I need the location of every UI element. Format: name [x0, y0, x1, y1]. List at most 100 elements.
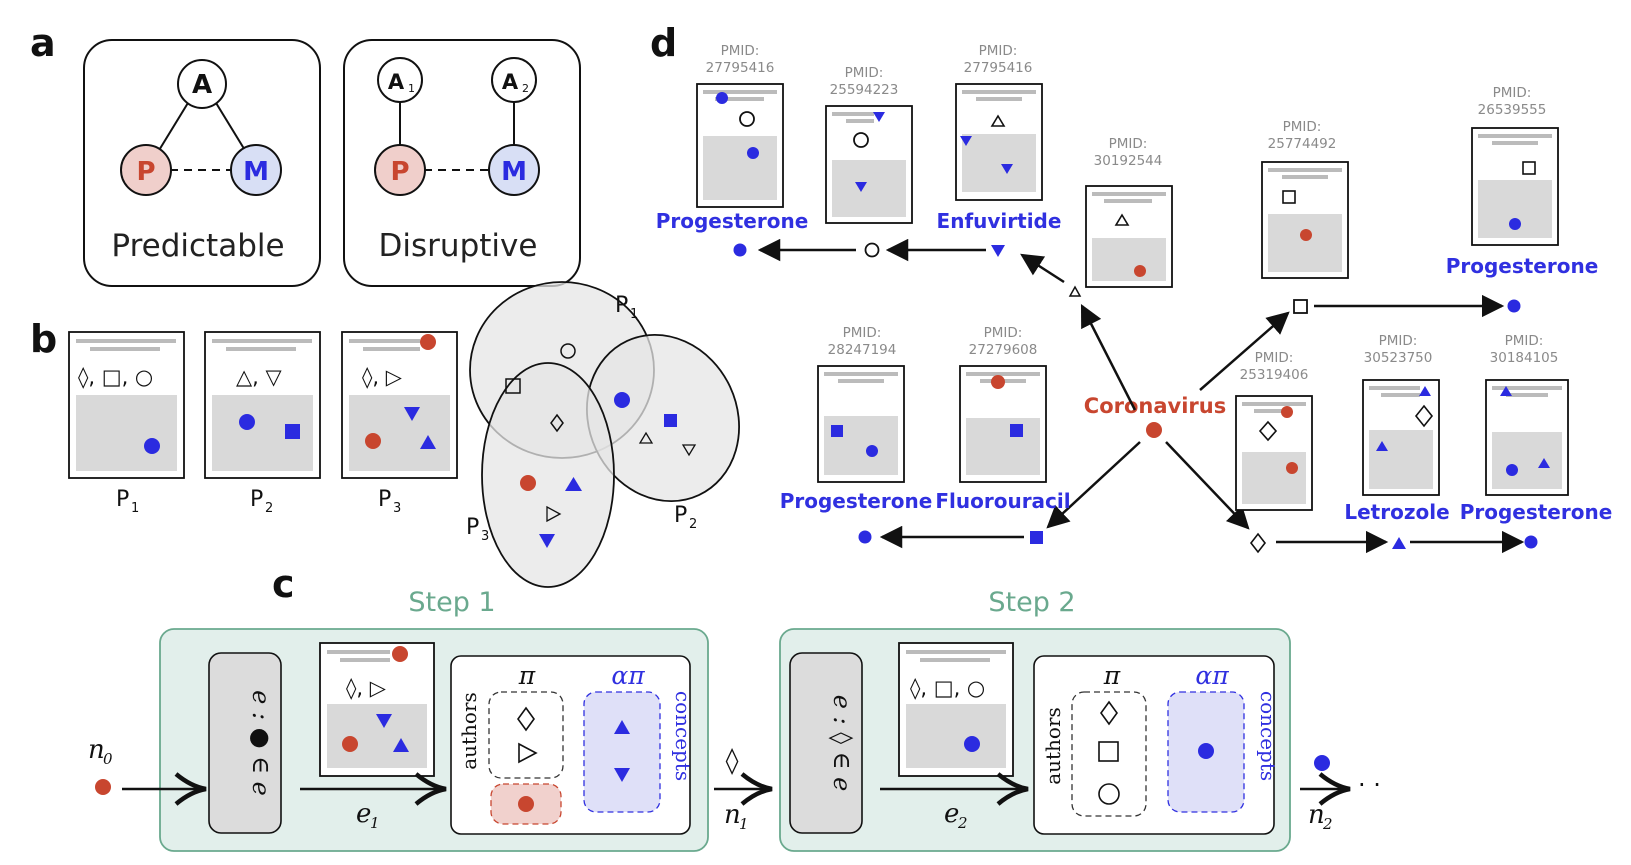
- paper-pmid-6: PMID: 26539555: [1471, 85, 1559, 246]
- step1-label: Step 1: [408, 587, 495, 618]
- ellipse-p2-sub: 2: [689, 517, 697, 532]
- paper-pmid-10: PMID: 30523750: [1362, 333, 1440, 496]
- paper-pmid-1: PMID: 27795416: [696, 43, 784, 208]
- predictable-caption: Predictable: [111, 228, 284, 264]
- edge-e2-sub: 2: [957, 814, 968, 832]
- paper-pmid-8: PMID: 27279608: [959, 325, 1047, 483]
- pmid-value: 25774492: [1268, 136, 1337, 152]
- pmid-prefix: PMID:: [843, 325, 882, 341]
- alpha-pi-label-1: απ: [611, 661, 645, 690]
- disruptive-caption: Disruptive: [379, 228, 538, 264]
- author-a2-label: A: [502, 70, 519, 94]
- node-n1-sub: 1: [739, 815, 749, 833]
- node-n2-sub: 2: [1322, 815, 1333, 833]
- pmid-prefix: PMID:: [1283, 119, 1322, 135]
- pmid-value: 28247194: [828, 342, 897, 358]
- pmid-value: 26539555: [1478, 102, 1547, 118]
- paper-pmid-2: PMID: 25594223: [825, 65, 913, 224]
- paper-p2: △, ▽: [204, 331, 321, 479]
- alpha-pi-label-2: απ: [1195, 661, 1229, 690]
- drug-label-progesterone-2: Progesterone: [1446, 254, 1599, 278]
- pmid-prefix: PMID:: [1379, 333, 1418, 349]
- step2-paper-symbols: ◊, □, ○: [910, 676, 985, 700]
- edge-e2-label: e: [944, 799, 959, 829]
- pmid-prefix: PMID:: [1493, 85, 1532, 101]
- transition-symbol: ◊: [726, 746, 739, 776]
- panel-c-label: c: [272, 562, 295, 606]
- author-set-1: [488, 691, 564, 779]
- panel-d-label: d: [650, 21, 677, 65]
- predictable-box: A P M Predictable: [83, 39, 321, 287]
- edge-e1-sub: 1: [370, 814, 380, 832]
- step2-label: Step 2: [988, 587, 1075, 618]
- edge-selector-2: [789, 652, 863, 834]
- drug-label-progesterone-1: Progesterone: [656, 209, 809, 233]
- property-node-label-disruptive: P: [390, 157, 409, 187]
- author-node-a1: [377, 57, 423, 103]
- drug-label-letrozole: Letrozole: [1344, 500, 1449, 524]
- node-n0-sub: 0: [103, 750, 113, 768]
- authors-label-1: authors: [457, 692, 481, 770]
- ellipse-p1-sub: 1: [630, 307, 638, 322]
- continuation-ellipsis: · ·: [1358, 771, 1381, 799]
- edge-selector-2-text: e : ◊ ∈ e: [828, 695, 856, 792]
- pmid-prefix: PMID:: [1255, 350, 1294, 366]
- pmid-value: 30523750: [1364, 350, 1433, 366]
- paper-pmid-7: PMID: 28247194: [817, 325, 905, 483]
- ellipse-p1-label: P: [615, 293, 628, 318]
- paper-pmid-5: PMID: 25774492: [1261, 119, 1349, 279]
- node-n0-label: n: [88, 735, 105, 765]
- paper-p2-sub: 2: [265, 501, 273, 516]
- edge-selector-1: [208, 652, 282, 834]
- pi-label-2: π: [1103, 661, 1121, 690]
- authors-label-2: authors: [1041, 707, 1065, 785]
- paper-p3-sub: 3: [393, 501, 401, 516]
- pmid-value: 27795416: [964, 60, 1033, 76]
- drug-label-progesterone-4: Progesterone: [1460, 500, 1613, 524]
- coronavirus-label: Coronavirus: [1084, 394, 1226, 418]
- drug-label-enfuvirtide: Enfuvirtide: [937, 209, 1062, 233]
- coronavirus-node: [1146, 422, 1162, 438]
- step1-paper-symbols: ◊, ▷: [346, 676, 387, 700]
- paper-pmid-4: PMID: 30192544: [1085, 136, 1173, 288]
- paper-p3-symbols: ◊, ▷: [362, 365, 403, 389]
- paper-p1: ◊, □, ○: [68, 331, 185, 479]
- pmid-prefix: PMID:: [1109, 136, 1148, 152]
- pmid-value: 25319406: [1240, 367, 1309, 383]
- ellipse-p2-label: P: [674, 503, 687, 528]
- paper-pmid-3: PMID: 27795416: [955, 43, 1043, 201]
- author-node-a: [177, 59, 227, 109]
- author-set-2: [1071, 691, 1147, 817]
- property-node-p: [120, 144, 172, 196]
- paper-p1-symbols: ◊, □, ○: [78, 365, 153, 389]
- property-node-p-disruptive: [374, 144, 426, 196]
- pmid-prefix: PMID:: [845, 65, 884, 81]
- node-n2-label: n: [1308, 800, 1325, 830]
- author-a1-label: A: [388, 70, 405, 94]
- ellipse-p3-label: P: [466, 515, 479, 540]
- author-node-label: A: [192, 70, 212, 100]
- author-a1-sub: 1: [408, 82, 415, 95]
- material-node-label-disruptive: M: [501, 157, 527, 187]
- pmid-prefix: PMID:: [721, 43, 760, 59]
- pmid-value: 27279608: [969, 342, 1038, 358]
- pmid-value: 30184105: [1490, 350, 1559, 366]
- pmid-value: 25594223: [830, 82, 899, 98]
- drug-label-progesterone-3: Progesterone: [780, 489, 933, 513]
- pmid-prefix: PMID:: [984, 325, 1023, 341]
- edge-e1-label: e: [356, 799, 371, 829]
- author-node-a2: [491, 57, 537, 103]
- paper-p2-label: P: [250, 487, 263, 512]
- pmid-value: 30192544: [1094, 153, 1163, 169]
- hypergraph-ellipses: [469, 281, 740, 588]
- material-node-m-disruptive: [488, 144, 540, 196]
- property-node-label: P: [136, 157, 155, 187]
- ellipse-p3: [481, 362, 615, 588]
- pmid-prefix: PMID:: [979, 43, 1018, 59]
- paper-pmid-11: PMID: 30184105: [1485, 333, 1569, 496]
- paper-p1-label: P: [116, 487, 129, 512]
- panel-b-label: b: [30, 317, 57, 361]
- drug-label-fluorouracil: Fluorouracil: [935, 489, 1070, 513]
- concepts-label-1: concepts: [671, 691, 695, 781]
